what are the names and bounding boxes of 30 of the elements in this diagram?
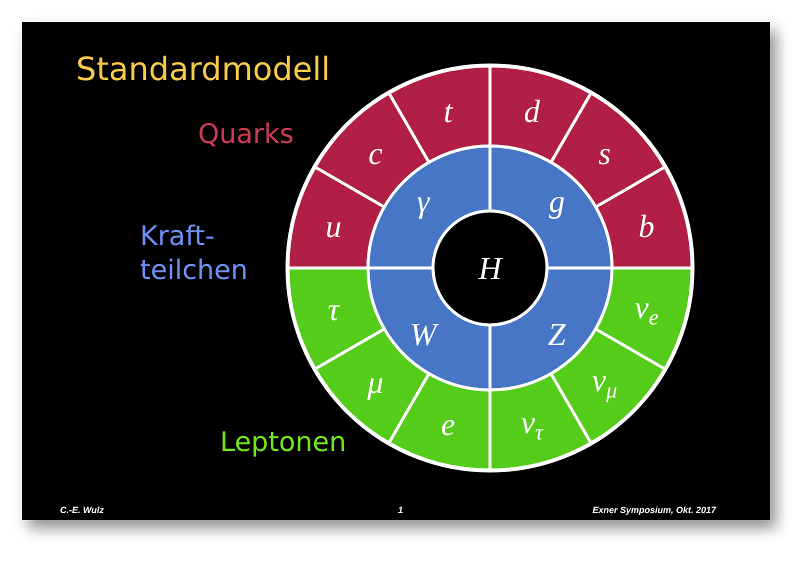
- footer-text: C.-E. Wulz: [60, 505, 104, 515]
- lepton-segment: [388, 372, 492, 472]
- quark-segment: [388, 64, 492, 164]
- lepton-segment: [594, 266, 694, 370]
- particle-symbol: Z: [548, 316, 566, 354]
- particle-symbol: u: [326, 208, 342, 245]
- footer-text: Exner Symposium, Okt. 2017: [592, 505, 716, 515]
- footer-text: 1: [398, 505, 404, 515]
- particle-symbol: τ: [328, 291, 340, 328]
- particle-symbol: ν$_{e}$: [634, 289, 658, 331]
- particle-symbol: H: [478, 250, 502, 286]
- particle-symbol: ν$_{τ}$: [520, 404, 543, 446]
- particle-symbol: μ: [367, 364, 384, 402]
- particle-symbol: b: [638, 208, 654, 245]
- group-heading: Kraft-teilchen: [140, 220, 249, 288]
- lepton-segment: [286, 266, 386, 370]
- particle-symbol: c: [368, 134, 383, 172]
- particle-symbol: W: [410, 316, 436, 354]
- title: Standardmodell: [76, 50, 330, 88]
- lepton-segment: [488, 372, 592, 472]
- particle-symbol: s: [598, 134, 611, 172]
- group-heading: Quarks: [198, 118, 295, 152]
- particle-symbol: ν$_{μ}$: [592, 362, 618, 404]
- group-heading: Leptonen: [220, 426, 348, 460]
- particle-symbol: e: [440, 406, 456, 443]
- quark-segment: [594, 166, 694, 270]
- particle-symbol: g: [548, 182, 565, 220]
- particle-symbol: t: [444, 93, 452, 130]
- particle-symbol: γ: [416, 182, 430, 220]
- particle-symbol: d: [524, 93, 540, 130]
